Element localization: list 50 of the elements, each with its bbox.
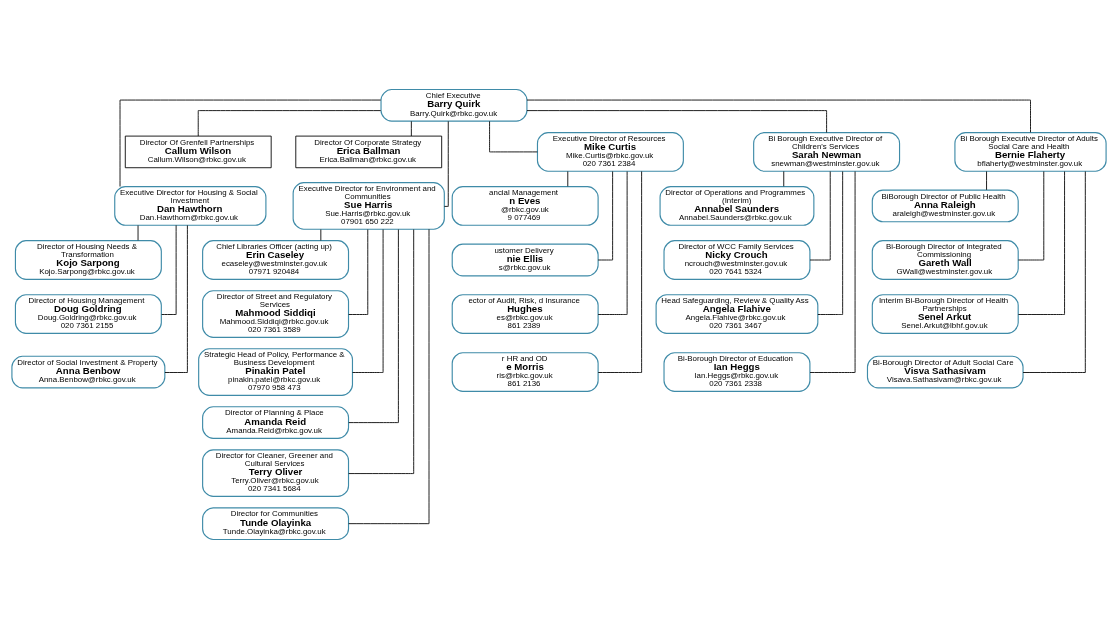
node-box: ancial Management n Eves @rbkc.gov.uk 9 077469: [451, 185, 599, 226]
node-box: Bi-Borough Director of Integrated Commissioning Gareth Wall GWall@westminster.gov.uk: [871, 239, 1019, 280]
connector: [352, 228, 384, 373]
connector: [809, 170, 856, 373]
node-box: Director Of Grenfell Partnerships Callum Wilson Callum.Wilson@rbkc.gov.uk: [124, 135, 272, 168]
node-box: r HR and OD e Morris ris@rbkc.gov.uk 861 2136: [451, 351, 599, 392]
node-box: Director of WCC Family Services Nicky Crouch ncrouch@westminster.gov.uk 020 7641 5324: [663, 239, 811, 280]
connector: [526, 99, 1031, 133]
connector: [410, 120, 412, 136]
node-box: Bi-Borough Director of Education Ian Heggs Ian.Heggs@rbkc.gov.uk 020 7361 2338: [663, 351, 811, 392]
connector: [597, 170, 628, 315]
connector: [526, 109, 828, 133]
connector: [817, 170, 844, 315]
node-box: Director of Social Investment & Property Anna Benbow Anna.Benbow@rbkc.gov.uk: [11, 355, 166, 388]
node-box: Bi-Borough Director of Adult Social Care Visva Sathasivam Visava.Sathasivam@rbkc.gov.uk: [866, 355, 1024, 388]
connector: [597, 170, 643, 373]
connector: [489, 120, 538, 152]
connector: [1017, 170, 1045, 260]
connector: [783, 170, 785, 187]
node-box: Chief Libraries Officer (acting up) Erin Caseley ecaseley@westminster.gov.uk 07971 920484: [202, 239, 350, 280]
node-box: Bi Borough Executive Director of Adults Social Care and Health Bernie Flaherty bflaherty@westminster.gov.uk: [954, 131, 1107, 172]
node-box: Director of Operations and Programmes (Interim) Annabel Saunders Annabel.Saunders@rbkc.gov.uk: [659, 185, 815, 226]
node-box: ustomer Delivery nie Ellis s@rbkc.gov.uk: [451, 243, 599, 276]
connector: [1018, 170, 1065, 315]
node-box: ector of Audit, Risk, d Insurance Hughes es@rbkc.gov.uk 861 2389: [451, 293, 599, 334]
connector: [1022, 170, 1086, 373]
connector: [444, 120, 449, 207]
connector: [348, 228, 369, 315]
connector: [348, 228, 430, 524]
connector: [348, 228, 399, 423]
node-box: Chief Executive Barry Quirk Barry.Quirk@rbkc.gov.uk: [380, 88, 528, 122]
node-box: Director of Housing Needs & Transformation Kojo Sarpong Kojo.Sarpong@rbkc.gov.uk: [14, 239, 162, 280]
node-box: Director of Street and Regulatory Services Mahmood Siddiqi Mahmood.Siddiqi@rbkc.gov.uk 020 7361 3589: [202, 289, 350, 338]
node-box: Director for Communities Tunde Olayinka Tunde.Olayinka@rbkc.gov.uk: [202, 506, 350, 540]
connector: [197, 109, 382, 136]
node-box: BiBorough Director of Public Health Anna Raleigh araleigh@westminster.gov.uk: [871, 189, 1019, 222]
node-box: Interim Bi-Borough Director of Health Partnerships Senel Arkut Senel.Arkut@lbhf.gov.uk: [871, 293, 1019, 334]
node-box: Director of Planning & Place Amanda Reid Amanda.Reid@rbkc.gov.uk: [202, 405, 350, 439]
node-box: Executive Director for Housing & Social Investment Dan Hawthorn Dan.Hawthorn@rbkc.gov.uk: [114, 185, 267, 226]
node-box: Executive Director for Environment and Communities Sue Harris Sue.Harris@rbkc.gov.uk 07901 650 222: [292, 181, 445, 230]
connector: [164, 224, 188, 373]
node-box: Bi Borough Executive Director of Children's Services Sarah Newman snewman@westminster.gov.uk: [753, 131, 901, 172]
node-box: Executive Director of Resources Mike Curtis Mike.Curtis@rbkc.gov.uk 020 7361 2384: [536, 131, 684, 172]
connector: [986, 170, 987, 190]
node-box: Director for Cleaner, Greener and Cultural Services Terry Oliver Terry.Oliver@rbkc.gov.uk 020 7341 5684: [202, 448, 350, 497]
node-box: Director Of Corporate Strategy Erica Ballman Erica.Ballman@rbkc.gov.uk: [295, 135, 443, 168]
node-box: Strategic Head of Policy, Performance & Business Development Pinakin Patel pinakin.patel@rbkc.gov.uk 07970 958 473: [198, 347, 354, 396]
connector: [348, 228, 415, 474]
node-box: Director of Housing Management Doug Goldring Doug.Goldring@rbkc.gov.uk 020 7361 2155: [14, 293, 162, 334]
node-box: Head Safeguarding, Review & Quality Ass Angela Flahive Angela.Flahive@rbkc.gov.uk 020 7361 3467: [655, 293, 819, 334]
